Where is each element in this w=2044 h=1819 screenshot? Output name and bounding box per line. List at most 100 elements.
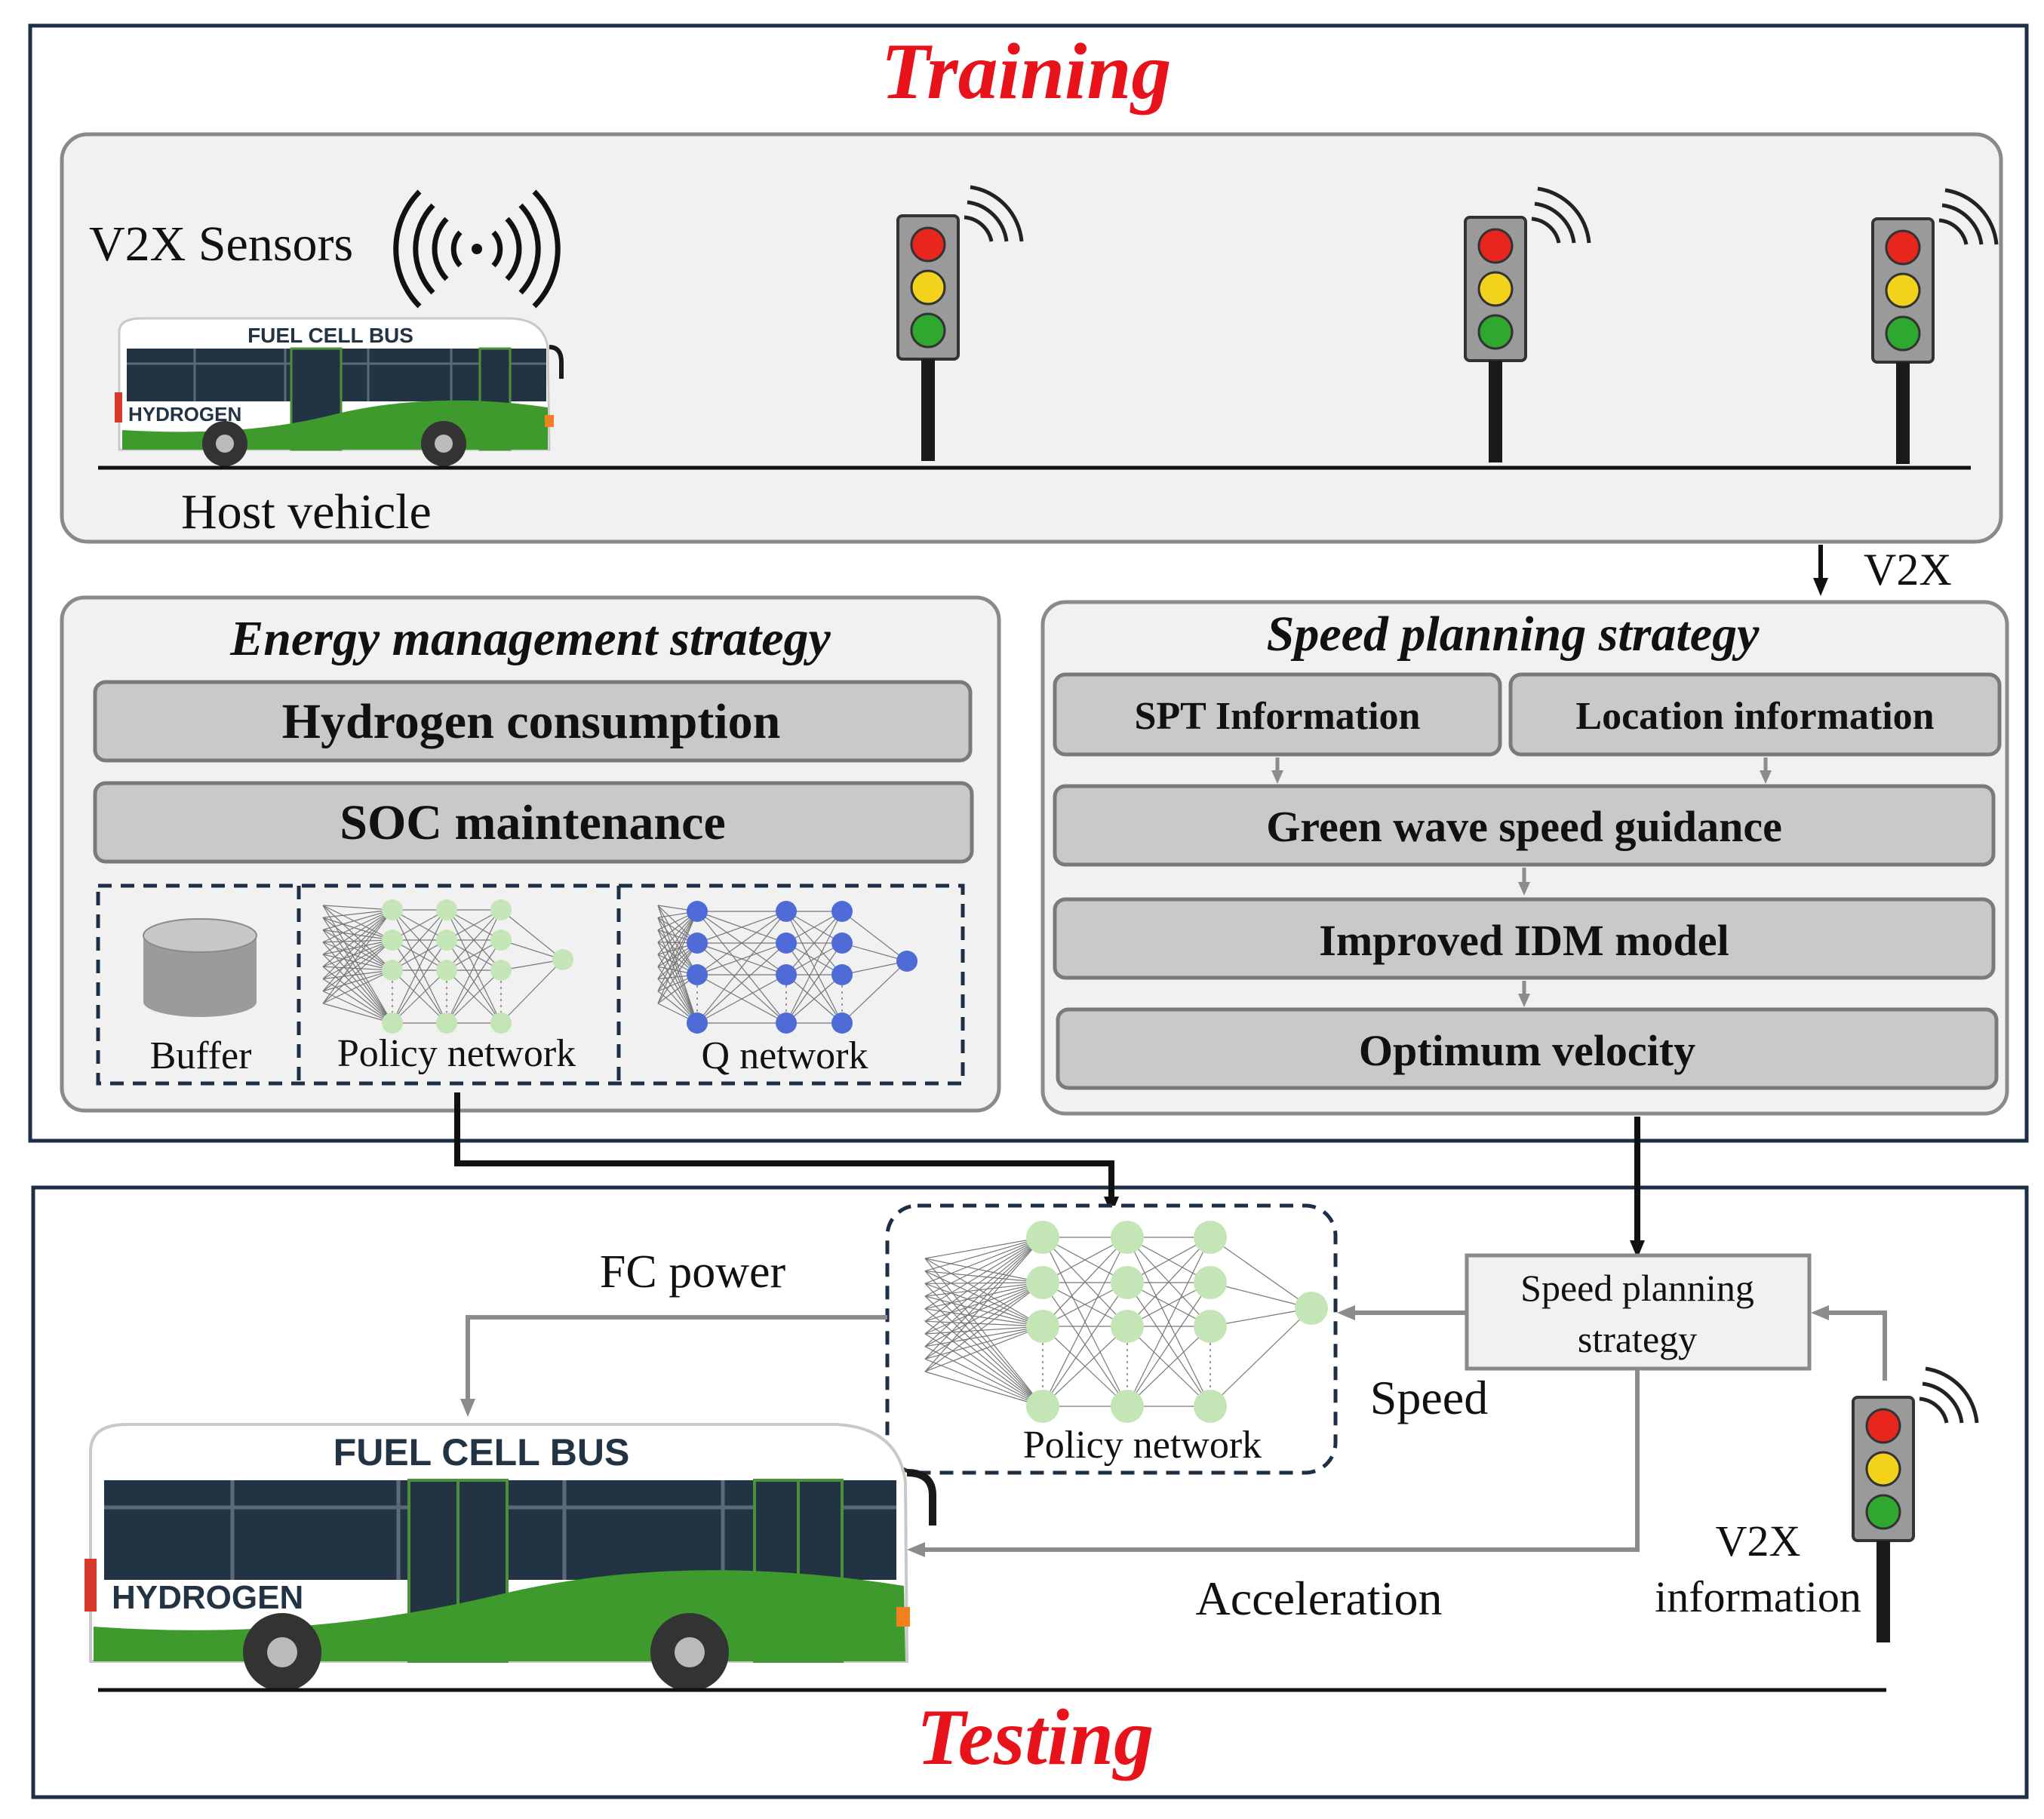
training-title: Training [881,27,1172,115]
network-node [1026,1310,1059,1343]
input-box [1508,672,2002,757]
network-edge [924,1237,1044,1297]
network-edge [785,911,843,1024]
network-node [1194,1310,1227,1343]
buffer-icon [143,918,257,1017]
network-node [382,899,403,920]
network-edge [924,1282,1044,1360]
network-node [382,929,403,951]
network-edge [924,1271,1044,1283]
network-edge [322,939,393,1004]
network-node [831,901,853,922]
network-edge [322,905,393,911]
network-edge [924,1237,1044,1372]
network-edge [924,1282,1044,1372]
network-node [1026,1390,1059,1423]
network-node [1026,1221,1059,1254]
network-edge [392,969,447,1024]
network-node [776,933,797,954]
host-bus-icon: FUEL CELL BUS HYDROGEN [115,317,564,466]
network-edge [322,939,393,955]
network-edge [924,1358,1044,1407]
network-edge [322,939,393,992]
network-node [776,964,797,985]
network-node [687,933,708,954]
network-edge [924,1237,1044,1272]
network-node [490,929,512,951]
network-node [831,933,853,954]
step-box [1053,897,1996,980]
network-edge [322,939,393,967]
network-node [776,901,797,922]
v2x-info-arrow [1811,1305,1887,1381]
network-edge [500,909,564,960]
network-edge [1209,1237,1312,1309]
step-box [1053,784,1996,867]
network-node [1111,1310,1144,1343]
network-edge [657,966,698,1024]
policy-transfer-arrow [454,1092,1119,1215]
network-edge [1127,1282,1211,1407]
network-edge [322,978,393,1024]
network-edge [924,1237,1044,1322]
network-edge [322,909,393,955]
network-edge [841,942,908,962]
network-node [1111,1221,1144,1254]
network-edge [924,1282,1044,1310]
network-edge [322,969,393,1004]
network-edge [841,960,908,1024]
host-bus-side: HYDROGEN [128,403,241,426]
network-node [687,1012,708,1034]
network-edge [841,911,908,962]
network-node [1194,1266,1227,1299]
network-edge [322,1003,393,1024]
network-edge [446,909,502,971]
network-node [1194,1390,1227,1423]
network-node [776,1012,797,1034]
network-edge [1042,1326,1128,1407]
network-edge [696,911,787,944]
network-node [896,951,917,972]
v2x-info-line1: V2X [1716,1516,1801,1566]
speed-planning-box [1465,1253,1812,1371]
network-edge [392,939,447,1024]
network-edge [322,909,393,943]
network-edge [1042,1282,1128,1407]
network-edge [1127,1237,1211,1407]
improved-idm-label: Improved IDM model [1319,916,1729,965]
network-edge [322,929,393,1024]
network-node [1111,1266,1144,1299]
network-edge [322,909,393,967]
network-edge [322,954,393,1024]
objective-box [93,781,974,864]
network-node [436,899,457,920]
network-edge [322,991,393,1024]
network-edge [322,905,393,941]
network-edge [657,911,698,979]
network-edge [924,1237,1044,1310]
network-edge [322,909,393,931]
objective-soc: SOC maintenance [340,795,726,850]
speed-box-line1: Speed planning [1520,1267,1754,1309]
network-edge [392,909,447,971]
network-node [1111,1390,1144,1423]
network-edge [392,909,447,1024]
network-edge [924,1326,1044,1360]
network-node [490,1012,512,1034]
network-edge [322,917,393,1024]
network-node [831,1012,853,1034]
network-edge [924,1237,1044,1259]
network-edge [924,1282,1044,1347]
network-node [552,949,573,970]
speed-label: Speed [1370,1371,1488,1424]
network-edge [446,969,502,1024]
network-edge [322,905,393,1024]
testing-title: Testing [917,1693,1154,1781]
network-edge [924,1320,1044,1327]
network-edge [924,1237,1044,1284]
v2x-info-line2: information [1655,1572,1861,1621]
network-edge [696,942,787,976]
fc-power-arrow [460,1315,887,1417]
host-vehicle-label: Host vehicle [181,484,432,539]
